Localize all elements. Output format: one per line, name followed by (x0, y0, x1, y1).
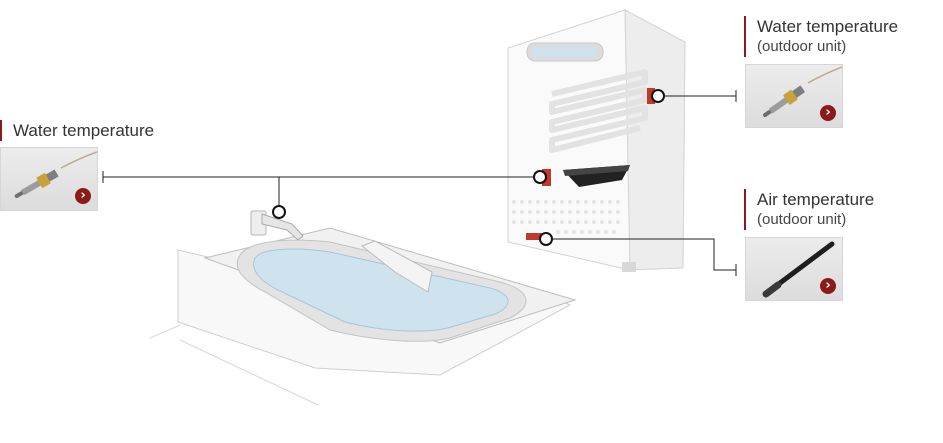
water-temperature-sensor-icon (14, 151, 97, 198)
sensor-title: Water temperature (757, 17, 899, 36)
marker-water-outdoor (651, 89, 665, 103)
sensor-block-air (526, 233, 544, 240)
marker-air-outdoor (539, 232, 553, 246)
sensor-label-air-temperature-outdoor: Air temperature (outdoor unit) (744, 189, 874, 230)
sensor-thumbnail-air-temperature-outdoor[interactable]: › (745, 237, 843, 301)
vent-holes (512, 200, 620, 234)
sensor-markers (272, 89, 665, 246)
sensor-title: Water temperature (13, 121, 155, 140)
sensor-thumbnail-water-temperature-outdoor[interactable]: › (745, 64, 843, 128)
chevron-right-icon[interactable]: › (820, 105, 836, 121)
sensor-label-water-temperature-outdoor: Water temperature (outdoor unit) (744, 16, 898, 57)
sensor-title: Air temperature (757, 190, 875, 209)
water-temperature-sensor-icon (763, 66, 842, 118)
faucet (250, 210, 304, 241)
sensor-subtitle: (outdoor unit) (757, 38, 847, 55)
air-temperature-probe-icon (762, 241, 835, 298)
outdoor-water-heater (507, 9, 686, 272)
leader-lines (102, 90, 737, 276)
sensor-thumbnail-water-temperature[interactable]: › (0, 147, 98, 211)
chevron-right-icon[interactable]: › (820, 278, 836, 294)
bath-water (253, 248, 509, 332)
floor-lines (149, 324, 319, 406)
sensor-label-water-temperature: Water temperature (0, 120, 154, 141)
marker-faucet (272, 205, 286, 219)
sensor-subtitle: (outdoor unit) (757, 211, 847, 228)
marker-water-inlet (533, 170, 547, 184)
chevron-right-icon[interactable]: › (75, 188, 91, 204)
leader-line-air-outdoor (553, 238, 736, 271)
bathtub (177, 210, 577, 376)
